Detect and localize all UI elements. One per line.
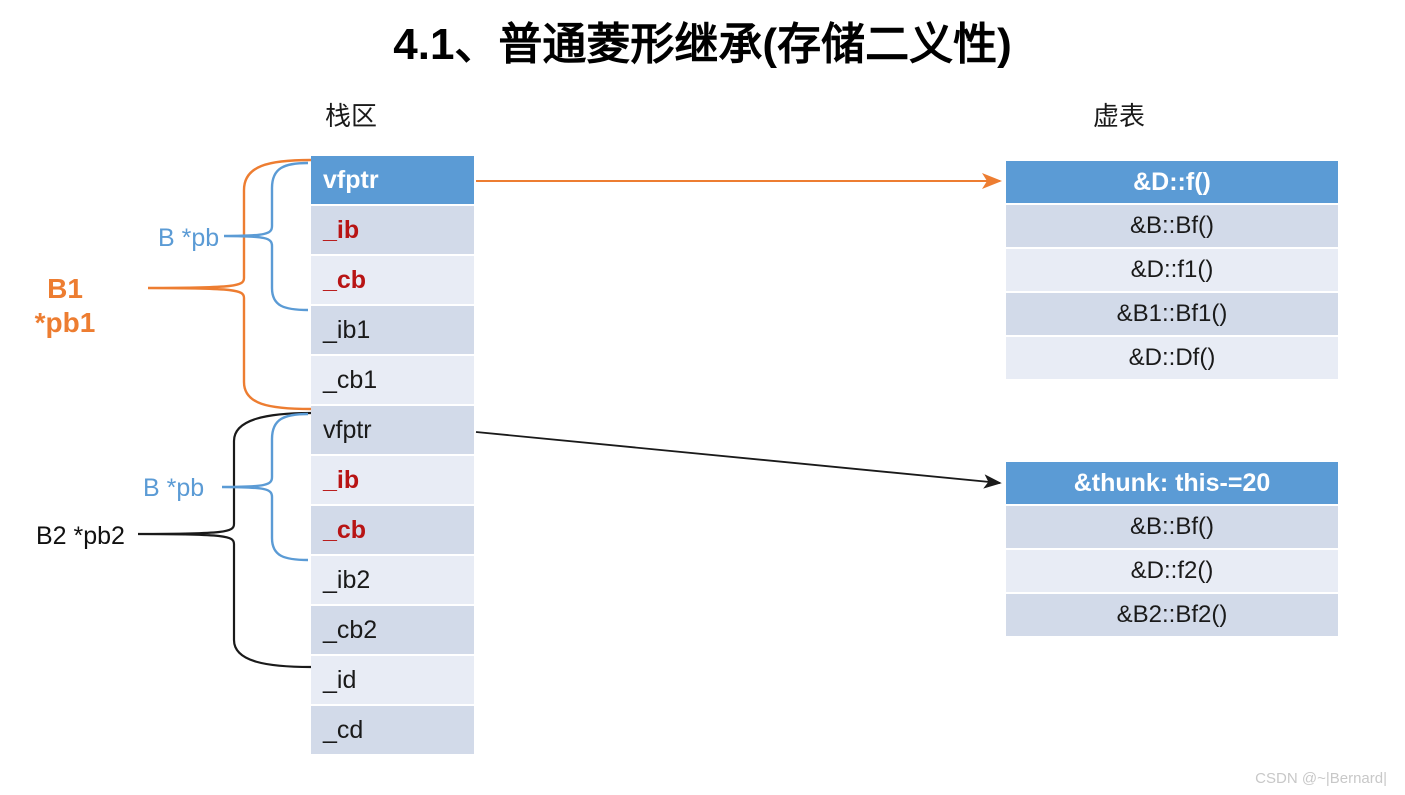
- vtable-area-header: 虚表: [1093, 101, 1146, 131]
- pointer-label-b2-pb2: B2 *pb2: [36, 522, 125, 550]
- csdn-watermark: CSDN @~|Bernard|: [1255, 770, 1387, 787]
- vtable-secondary: &thunk: this-=20 &B::Bf() &D::f2() &B2::…: [1006, 462, 1338, 636]
- vtable-row: &B::Bf(): [1006, 506, 1338, 548]
- vtable-primary: &D::f() &B::Bf() &D::f1() &B1::Bf1() &D:…: [1006, 161, 1338, 379]
- stack-row: vfptr: [311, 406, 474, 454]
- pointer-label-b1-pb1-line2: *pb1: [34, 307, 96, 338]
- brace-b2-pb2: [137, 411, 312, 669]
- stack-row: _id: [311, 656, 474, 704]
- pointer-label-b-pb-upper: B *pb: [158, 224, 220, 252]
- stack-row: _cb1: [311, 356, 474, 404]
- stack-row: _cd: [311, 706, 474, 754]
- vtable-row: &D::f2(): [1006, 550, 1338, 592]
- brace-b1-pb1: [147, 158, 312, 411]
- vtable-row: &D::f(): [1006, 161, 1338, 203]
- page-title: 4.1、普通菱形继承(存储二义性): [393, 20, 1012, 69]
- pointer-label-b1-pb1-line1: B1: [47, 273, 83, 304]
- stack-memory-block: vfptr _ib _cb _ib1 _cb1 vfptr _ib _cb _i…: [311, 156, 474, 754]
- arrow-vfptr-to-vtable-secondary: [475, 431, 1002, 489]
- stack-row: _ib: [311, 456, 474, 504]
- vtable-row: &D::f1(): [1006, 249, 1338, 291]
- vtable-row: &D::Df(): [1006, 337, 1338, 379]
- vtable-row: &B1::Bf1(): [1006, 293, 1338, 335]
- stack-row: _ib: [311, 206, 474, 254]
- stack-row: _ib1: [311, 306, 474, 354]
- stack-row: vfptr: [311, 156, 474, 204]
- pointer-label-b1-pb1: B1 *pb1: [22, 272, 108, 340]
- stack-row: _cb2: [311, 606, 474, 654]
- brace-b-pb-lower: [221, 412, 309, 562]
- stack-area-header: 栈区: [325, 101, 378, 131]
- brace-b-pb-upper: [223, 161, 309, 312]
- vtable-row: &B2::Bf2(): [1006, 594, 1338, 636]
- stack-row: _cb: [311, 506, 474, 554]
- pointer-label-b-pb-lower: B *pb: [143, 474, 205, 502]
- vtable-row: &thunk: this-=20: [1006, 462, 1338, 504]
- stack-row: _cb: [311, 256, 474, 304]
- vtable-row: &B::Bf(): [1006, 205, 1338, 247]
- stack-row: _ib2: [311, 556, 474, 604]
